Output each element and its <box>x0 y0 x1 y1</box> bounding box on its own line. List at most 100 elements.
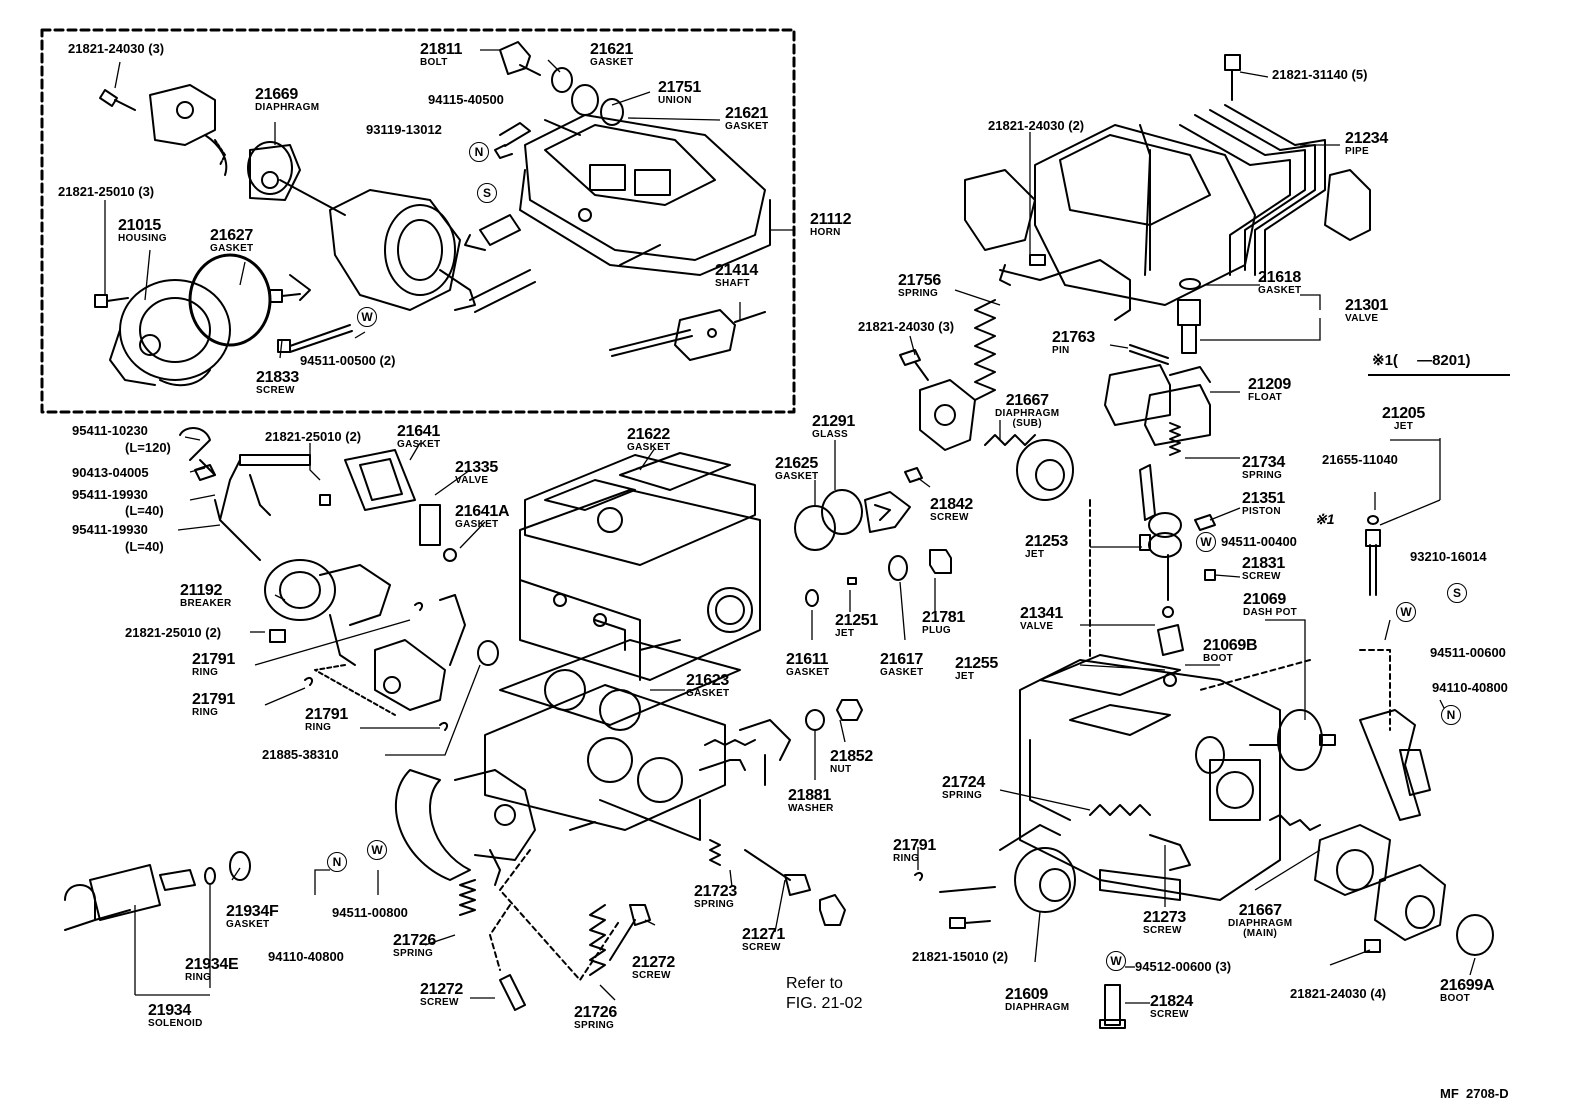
part-number: 21069 <box>1243 591 1286 608</box>
part-number: 21611 <box>786 651 829 668</box>
part-number: 21255 <box>955 655 998 672</box>
symbol-w-upper: W <box>357 307 377 327</box>
part-number: 21641A <box>455 503 510 520</box>
vacuum-breaker-drawing <box>179 427 499 731</box>
part-number: 21291 <box>812 413 855 430</box>
ref-21821-25010-2-b: 21821-25010 (2) <box>125 625 222 640</box>
symbol-s-right: S <box>1447 583 1467 603</box>
part-number: 21781 <box>922 609 965 626</box>
part-number: 21824 <box>1150 993 1193 1010</box>
sub-assembly-frame <box>40 28 796 414</box>
part-number: 21341 <box>1020 605 1063 622</box>
part-number: 21209 <box>1248 376 1291 393</box>
figure-code: MF 2708-D <box>1440 1086 1509 1101</box>
part-name: GASKET <box>880 667 924 678</box>
part-number: 21015 <box>118 217 161 234</box>
part-name: SCREW <box>1242 571 1281 582</box>
part-number: 21112 <box>810 211 852 228</box>
part-name: BREAKER <box>180 598 232 609</box>
symbol-n-lower: N <box>327 852 347 872</box>
part-name: SPRING <box>694 899 735 910</box>
spring-drawing <box>974 299 996 401</box>
part-name: JET <box>1025 549 1045 560</box>
part-number: 21726 <box>574 1004 617 1021</box>
part-name: WASHER <box>788 803 834 814</box>
symbol-w-lower: W <box>367 840 387 860</box>
part-name: GASKET <box>397 439 441 450</box>
part-number: 21625 <box>775 455 818 472</box>
part-name: HORN <box>810 227 841 238</box>
part-name: JET <box>835 628 855 639</box>
symbol-n-upper: N <box>469 142 489 162</box>
part-name: DIAPHRAGM <box>255 102 320 113</box>
part-number: 21934E <box>185 956 239 973</box>
part-name: VALVE <box>1345 313 1379 324</box>
ref-l-40-b: (L=40) <box>125 539 164 554</box>
part-number: 21617 <box>880 651 923 668</box>
part-name: RING <box>305 722 332 733</box>
part-name: GASKET <box>455 519 499 530</box>
part-name: SPRING <box>393 948 434 959</box>
part-name: SCREW <box>742 942 781 953</box>
part-number: 21811 <box>420 41 463 58</box>
part-name: PIPE <box>1345 146 1369 157</box>
part-name: PIN <box>1052 345 1070 356</box>
part-number: 21609 <box>1005 986 1048 1003</box>
ref-94511-00800: 94511-00800 <box>332 905 408 920</box>
carburetor-body-drawing <box>394 452 952 926</box>
ref-93210-16014: 93210-16014 <box>1410 549 1487 564</box>
part-number: 21301 <box>1345 297 1388 314</box>
air-horn-drawing <box>964 54 1371 446</box>
part-number: 21791 <box>305 706 348 723</box>
part-name: GASKET <box>226 919 270 930</box>
part-number: 21934F <box>226 903 279 920</box>
symbol-n-bracket: N <box>1441 705 1461 725</box>
part-number: 21791 <box>192 651 235 668</box>
ref-94512-00600-3: 94512-00600 (3) <box>1135 959 1232 974</box>
part-number: 21251 <box>835 612 878 629</box>
ref-21821-24030-4: 21821-24030 (4) <box>1290 986 1387 1001</box>
part-name: GASKET <box>627 442 671 453</box>
part-number: 21751 <box>658 79 701 96</box>
part-number: 21934 <box>148 1002 191 1019</box>
part-number: 21699A <box>1440 977 1495 994</box>
part-number: 21069B <box>1203 637 1258 654</box>
part-number: 21623 <box>686 672 729 689</box>
part-name: DIAPHRAGM <box>1005 1002 1070 1013</box>
part-name: JET <box>955 671 975 682</box>
part-name: SPRING <box>898 288 939 299</box>
part-number: 21724 <box>942 774 985 791</box>
